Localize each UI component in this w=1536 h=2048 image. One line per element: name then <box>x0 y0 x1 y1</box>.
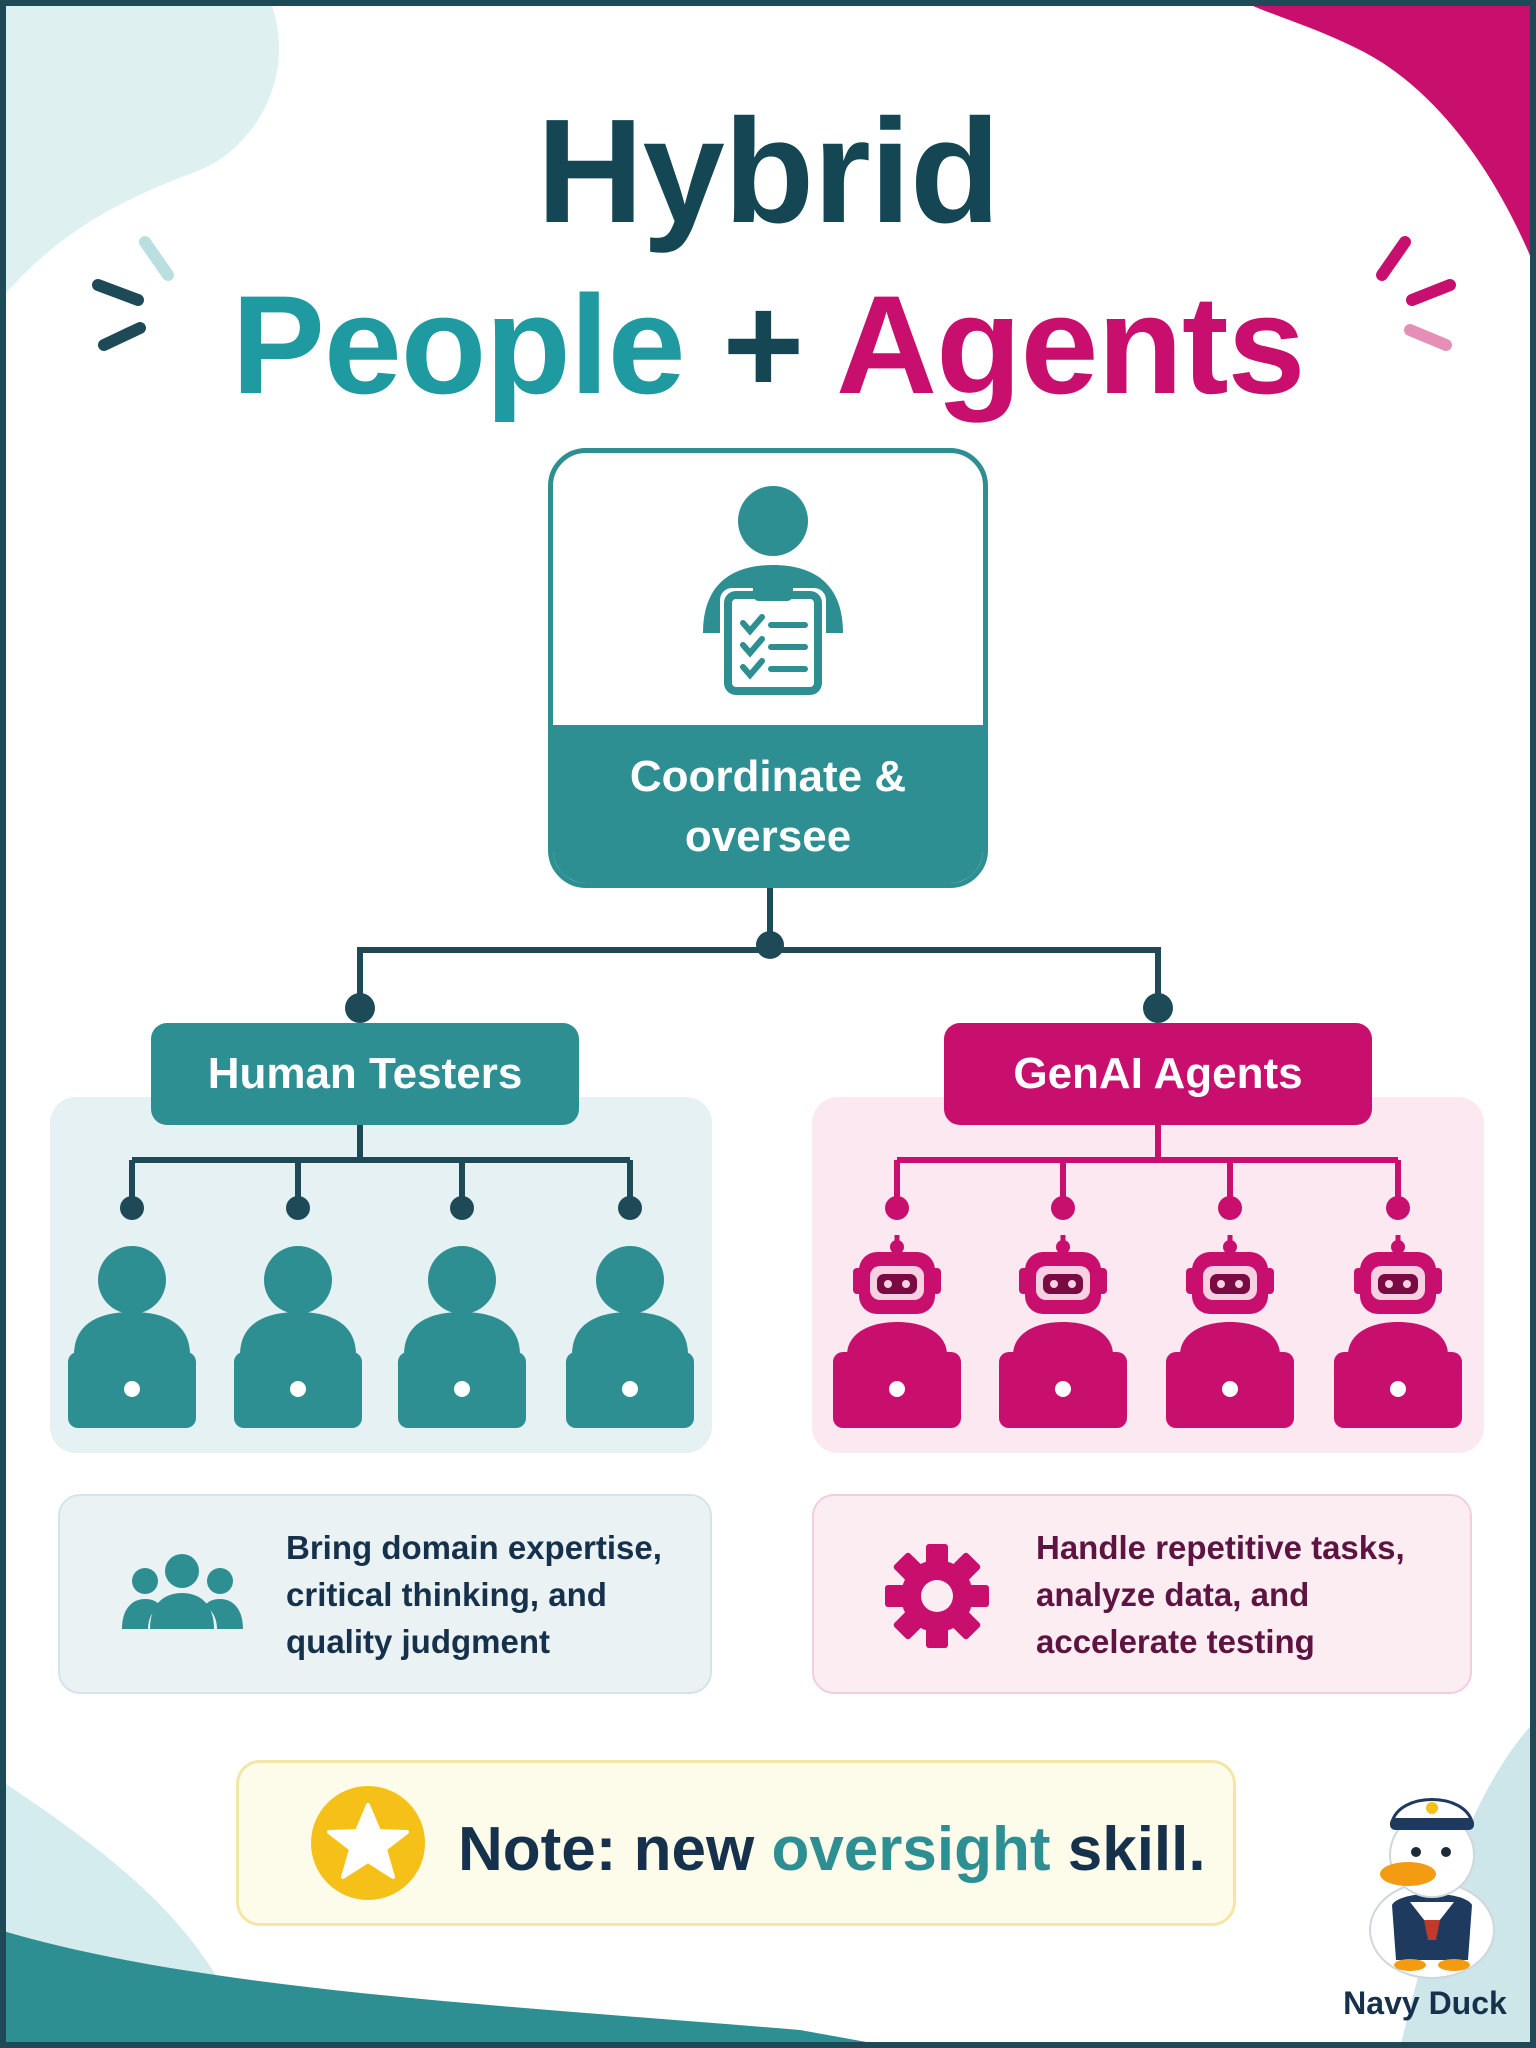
note-prefix: Note: new <box>458 1815 772 1884</box>
title-plus: + <box>722 266 805 423</box>
gear-icon <box>885 1544 989 1648</box>
sailor-duck-icon <box>1369 1798 1495 1979</box>
person-laptop-icon <box>398 1246 526 1428</box>
robot-laptop-icon <box>833 1235 961 1428</box>
person-laptop-icon <box>68 1246 196 1428</box>
agent-description-panel: Handle repetitive tasks, analyze data, a… <box>812 1494 1472 1694</box>
robot-laptop-icon <box>1166 1235 1294 1428</box>
robot-laptop-icon <box>999 1235 1127 1428</box>
sparkle-right-icon <box>1376 236 1456 351</box>
group-icon <box>122 1554 243 1629</box>
coordinator-label-line1: Coordinate & <box>629 751 907 801</box>
coordinator-card: Coordinate & oversee <box>548 448 988 888</box>
coordinator-label-line2: oversee <box>684 811 852 861</box>
genai-agents-label: GenAI Agents <box>944 1023 1372 1125</box>
sparkle-left-icon <box>92 236 174 351</box>
title-hybrid: Hybrid <box>536 89 1001 254</box>
note-suffix: skill. <box>1050 1815 1206 1884</box>
human-description-panel: Bring domain expertise, critical thinkin… <box>58 1494 712 1694</box>
mascot-name: Navy Duck <box>1343 1985 1507 2021</box>
person-laptop-icon <box>566 1246 694 1428</box>
human-testers-label: Human Testers <box>151 1023 579 1125</box>
human-description-text: Bring domain expertise, critical thinkin… <box>286 1529 662 1660</box>
title-subtitle: People + Agents <box>0 270 1536 420</box>
title-agents: Agents <box>835 266 1305 423</box>
robot-laptop-icon <box>1334 1235 1462 1428</box>
title-people: People <box>231 266 686 423</box>
note-highlight: oversight <box>771 1815 1051 1884</box>
coordinator-label: Coordinate & oversee <box>553 725 983 883</box>
star-icon <box>311 1786 425 1900</box>
person-laptop-icon <box>234 1246 362 1428</box>
note-text: Note: new oversight skill. <box>458 1812 1206 1888</box>
clipboard-manager-icon <box>703 486 843 698</box>
agent-description-text: Handle repetitive tasks, analyze data, a… <box>1036 1529 1405 1660</box>
